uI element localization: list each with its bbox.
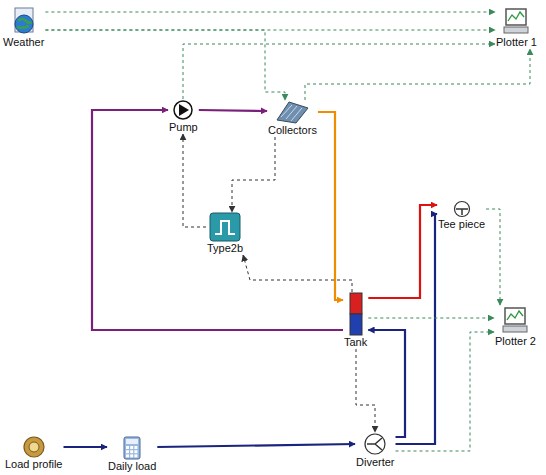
component-node: Load profile [4,436,64,471]
component-icon [349,292,363,336]
component-icon [363,432,387,456]
component-node: Tank [343,292,368,349]
connector-line [486,209,500,305]
component-node: Daily load [107,436,157,473]
component-node: Tee piece [437,200,486,231]
component-node: Plotter 2 [494,305,537,348]
component-node: Weather [2,6,45,49]
component-icon [501,6,531,36]
connector-line [396,332,495,451]
component-icon [22,436,46,458]
connector-line [368,330,405,437]
component-icon [500,305,530,335]
component-icon [9,6,39,36]
component-icon [122,436,142,460]
connector-line [183,44,495,99]
component-label: Plotter 1 [495,36,538,49]
component-label: Collectors [267,124,318,137]
component-label: Daily load [107,460,157,473]
connector-line [157,444,355,447]
connector-line [45,12,495,13]
component-node: Pump [168,99,199,134]
component-label: Diverter [355,456,396,469]
component-icon [453,200,471,218]
connector-line [92,110,343,330]
connector-line [305,49,530,100]
component-label: Weather [2,36,45,49]
connector-line [199,110,267,111]
component-label: Pump [168,121,199,134]
component-node: Type2b [206,212,244,255]
connector-line [368,205,437,298]
connector-line [356,349,375,432]
component-label: Type2b [206,242,244,255]
connector-line [318,112,343,300]
component-icon [209,212,241,242]
component-label: Plotter 2 [494,335,537,348]
component-node: Diverter [355,432,396,469]
component-node: Collectors [267,100,318,137]
component-icon [172,99,194,121]
component-label: Tee piece [437,218,486,231]
connector-line [183,134,206,227]
connector-line [243,255,352,292]
component-label: Load profile [4,458,64,471]
connector-line [232,137,275,212]
component-node: Plotter 1 [495,6,538,49]
connector-line [368,318,494,319]
connector-line [64,446,108,448]
component-icon [275,100,310,124]
component-label: Tank [343,336,368,349]
connector-line [45,30,285,100]
